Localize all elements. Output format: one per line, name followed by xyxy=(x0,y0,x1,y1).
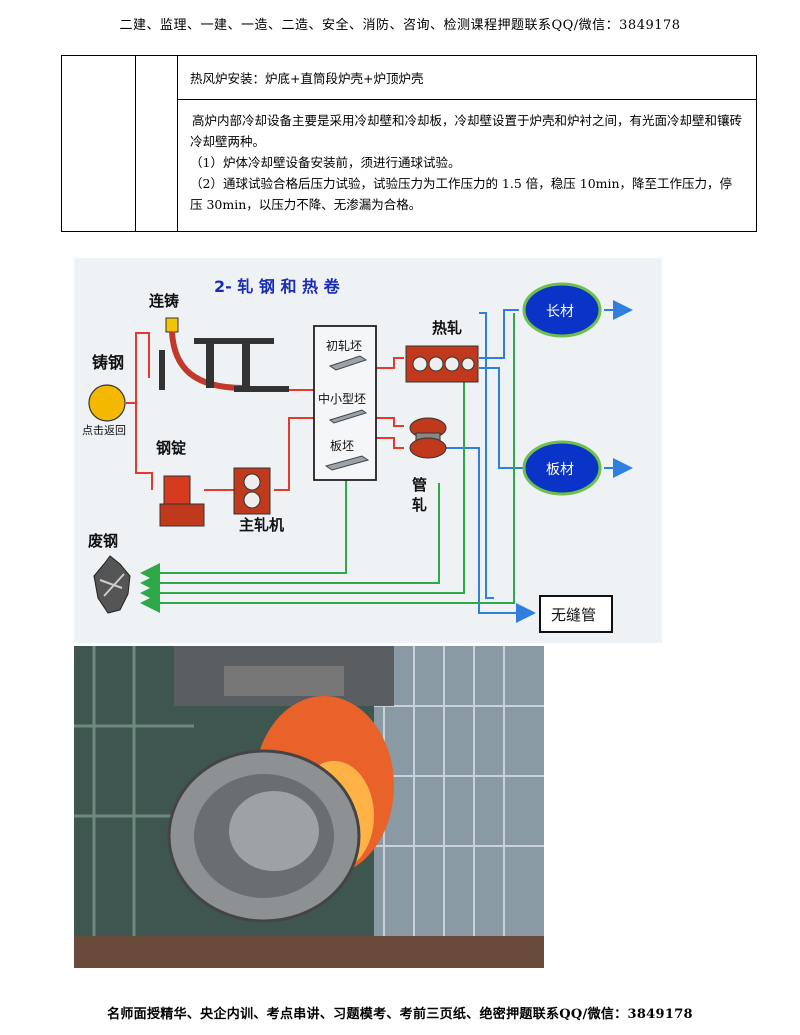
scrap-icon xyxy=(93,555,131,614)
plate-label: 板材 xyxy=(546,462,574,478)
main-mill-icon xyxy=(233,467,271,515)
seamless-pipe-box xyxy=(539,595,613,633)
cooling-item-2: （2）通球试验合格后压力试验，试验压力为工作压力的 1.5 倍，稳压 10min… xyxy=(190,176,733,212)
converter-furnace-photo xyxy=(74,646,544,968)
continuous-casting-machine-icon xyxy=(159,317,289,392)
page-header: 二建、监理、一建、一造、二造、安全、消防、咨询、检测课程押题联系QQ/微信：38… xyxy=(119,18,681,33)
blue-flow-lines xyxy=(429,300,633,623)
hot-rolling-label: 热轧 xyxy=(432,319,462,337)
page-footer: 名师面授精华、央企内训、考点串讲、习题模考、考前三页纸、绝密押题联系QQ/微信：… xyxy=(107,1007,693,1022)
casting-steel-label: 铸钢 xyxy=(92,353,124,372)
table-cell-empty xyxy=(61,55,136,232)
hot-rolling-mill-icon xyxy=(405,345,479,383)
table-row: 热风炉安装：炉底+直筒段炉壳+炉顶炉壳 xyxy=(61,55,757,232)
main-mill-label: 主轧机 xyxy=(239,516,284,534)
diagram-title: 2- 轧 钢 和 热 卷 xyxy=(214,277,341,296)
steel-rolling-flow-diagram: 2- 轧 钢 和 热 卷 铸钢 xyxy=(74,258,662,643)
pipe-rolling-mill-icon xyxy=(409,417,447,459)
ingot-icon xyxy=(159,475,205,527)
long-products-label: 长材 xyxy=(546,304,574,320)
billet-initial-icon xyxy=(328,355,368,371)
green-flow-lines xyxy=(140,313,515,613)
billet-initial-label: 初轧坯 xyxy=(326,339,362,353)
cooling-paragraph: 高炉内部冷却设备主要是采用冷却壁和冷却板，冷却壁设置于炉壳和炉衬之间，有光面冷却… xyxy=(190,113,743,149)
hot-stove-text: 热风炉安装：炉底+直筒段炉壳+炉顶炉壳 xyxy=(190,71,424,86)
pipe-rolling-label-1: 管 xyxy=(412,476,427,494)
continuous-casting-label: 连铸 xyxy=(149,292,179,310)
billet-box xyxy=(313,325,377,481)
billet-small-label: 中小型坯 xyxy=(318,391,366,406)
long-products-node xyxy=(522,282,602,338)
slab-label: 板坯 xyxy=(330,439,354,453)
plate-node xyxy=(522,440,602,496)
content-table: 热风炉安装：炉底+直筒段炉壳+炉顶炉壳 高炉内部冷却设备主要是采用冷却壁和冷却板… xyxy=(61,55,757,232)
flow-diagram-svg: 2- 轧 钢 和 热 卷 铸钢 xyxy=(82,277,633,633)
red-flow-lines xyxy=(126,332,404,491)
ingot-label: 钢锭 xyxy=(156,439,186,457)
table-row: 高炉内部冷却设备主要是采用冷却壁和冷却板，冷却壁设置于炉壳和炉衬之间，有光面冷却… xyxy=(62,99,757,232)
slab-icon xyxy=(324,455,370,471)
seamless-pipe-label: 无缝管 xyxy=(551,606,596,624)
cooling-item-1: （1）炉体冷却壁设备安装前，须进行通球试验。 xyxy=(190,155,461,170)
table-cell-empty xyxy=(135,55,178,232)
scrap-label: 废钢 xyxy=(88,532,118,550)
click-return-label: 点击返回 xyxy=(82,424,126,437)
table-cell-hot-stove: 热风炉安装：炉底+直筒段炉壳+炉顶炉壳 xyxy=(177,55,757,100)
billet-small-icon xyxy=(328,409,368,424)
converter-furnace-illustration xyxy=(74,646,544,968)
click-return-button[interactable] xyxy=(88,384,126,422)
pipe-rolling-label-2: 轧 xyxy=(412,496,427,514)
table-cell-cooling: 高炉内部冷却设备主要是采用冷却壁和冷却板，冷却壁设置于炉壳和炉衬之间，有光面冷却… xyxy=(177,99,757,232)
